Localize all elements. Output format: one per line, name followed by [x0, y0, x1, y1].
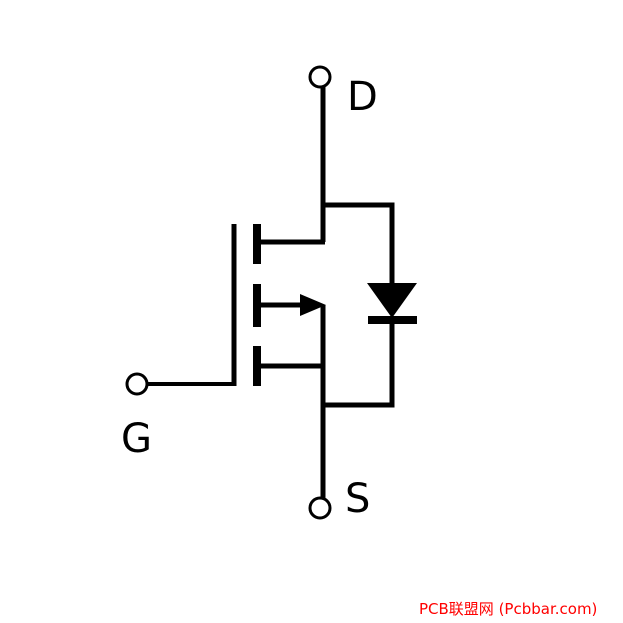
watermark: PCB联盟网 (Pcbbar.com)	[419, 600, 597, 618]
diode-bottom-wire	[323, 320, 395, 408]
gate-label: G	[121, 416, 152, 462]
source-label: S	[345, 476, 370, 522]
drain-terminal	[308, 65, 332, 89]
body-arrow-head	[300, 294, 326, 316]
source-terminal	[308, 496, 332, 520]
diode-triangle	[367, 283, 417, 318]
diode-top-wire	[323, 202, 395, 283]
gate-terminal	[125, 372, 149, 396]
drain-label: D	[347, 74, 378, 120]
